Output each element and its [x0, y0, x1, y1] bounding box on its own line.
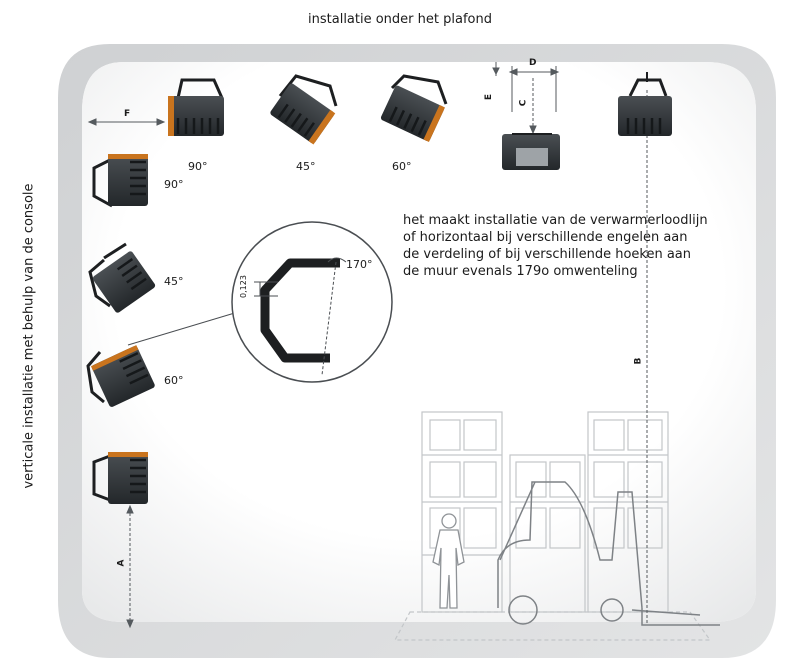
- dimension-A-label: A: [116, 559, 127, 567]
- rotation-angle-label: 170°: [346, 258, 373, 271]
- wall-heater-45: [88, 242, 156, 313]
- dimension-E-label: E: [484, 93, 495, 101]
- wall-angle-45-label: 45°: [164, 275, 184, 288]
- description-line: de muur evenals 179o omwenteling: [403, 264, 638, 279]
- ceiling-angle-90-label: 90°: [188, 160, 208, 173]
- ceiling-heater-45: [270, 74, 338, 145]
- ceiling-heater-90: [168, 78, 224, 136]
- person-sketch: [432, 513, 465, 609]
- wall-angle-90-label: 90°: [164, 178, 184, 191]
- bracket-detail: [260, 258, 340, 363]
- room-interior: [82, 62, 756, 622]
- dimension-F-label: F: [124, 109, 131, 119]
- wall-heater-low: [92, 452, 148, 504]
- ceiling-heater-60: [380, 74, 448, 142]
- ceiling-heater-pendant: [502, 133, 560, 170]
- wall-angle-60-label: 60°: [164, 374, 184, 387]
- description-line: of horizontaal bij verschillende engelen…: [403, 230, 688, 245]
- wall-heater-90: [92, 154, 148, 208]
- title-vertical-installation: verticale installatie met behulp van de …: [21, 183, 37, 489]
- dimension-lines: [87, 62, 648, 629]
- callout-line: [127, 311, 239, 346]
- title-ceiling-installation: installatie onder het plafond: [308, 12, 492, 27]
- wall-heater-60: [86, 345, 155, 407]
- dimension-B-label: B: [633, 357, 644, 365]
- forklift-sketch: [497, 481, 720, 626]
- description-line: de verdeling of bij verschillende hoeken…: [403, 247, 692, 262]
- bracket-size-label: 0,123: [238, 275, 248, 298]
- description-text: het maakt installatie van de verwarmerlo…: [403, 212, 708, 280]
- ceiling-angle-45-label: 45°: [296, 160, 316, 173]
- ceiling-heater-hanging: [618, 72, 672, 136]
- dimension-C-label: C: [518, 99, 529, 107]
- dimension-D-label: D: [529, 58, 537, 68]
- ceiling-angle-60-label: 60°: [392, 160, 412, 173]
- description-line: het maakt installatie van de verwarmerlo…: [403, 213, 708, 228]
